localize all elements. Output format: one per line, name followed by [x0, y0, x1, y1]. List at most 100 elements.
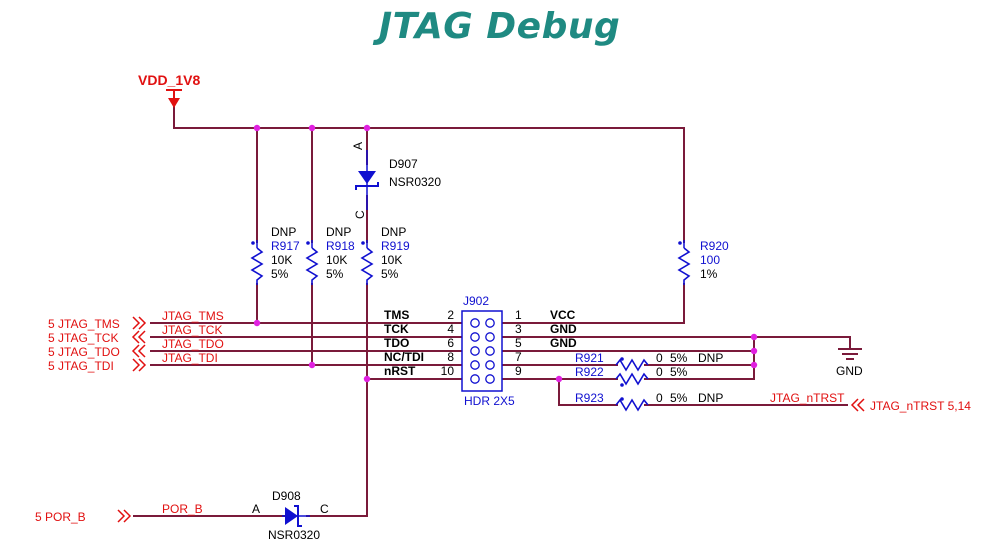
pin-number: 10 — [441, 364, 455, 378]
r921-dnp: DNP — [698, 351, 723, 365]
resistor-r923: R923 0 5% DNP — [575, 391, 723, 412]
vdd-label: VDD_1V8 — [138, 72, 200, 88]
header-body — [461, 310, 503, 392]
offpage-arrow-icon — [132, 358, 147, 372]
r923-ntrst-wire — [558, 379, 848, 406]
pin-hole-icon — [470, 374, 480, 384]
header-j902: J902 HDR 2X5 TMS TCK TDO NC/TDI nRST 2 4… — [384, 294, 577, 408]
schottky-bar-icon — [355, 182, 379, 190]
net-ntrst-label: JTAG_nTRST — [770, 391, 845, 405]
pin-number: 4 — [447, 322, 454, 336]
power-arrow-icon — [168, 98, 180, 108]
offpage-por-label: 5 POR_B — [35, 510, 86, 524]
resistor-r917: DNP R917 10K 5% — [250, 225, 300, 285]
pin-hole-icon — [485, 332, 495, 342]
offpage-arrow-icon — [117, 509, 132, 523]
pin-hole-icon — [485, 374, 495, 384]
pin-number: 6 — [447, 336, 454, 350]
net-labels: JTAG_TMS JTAG_TCK JTAG_TDO JTAG_TDI POR_… — [162, 309, 845, 516]
pin-name: TCK — [384, 322, 409, 336]
r923-dnp: DNP — [698, 391, 723, 405]
pin-hole-icon — [470, 346, 480, 356]
pin-number: 9 — [515, 364, 522, 378]
junction-dot — [308, 124, 316, 132]
pin-name: nRST — [384, 364, 416, 378]
schottky-bar-icon — [294, 505, 302, 527]
offpage-ntrst-label: JTAG_nTRST 5,14 — [870, 399, 971, 413]
diode-d907: A C D907 NSR0320 — [351, 142, 441, 219]
r921-ref: R921 — [575, 351, 604, 365]
pin-hole-icon — [485, 318, 495, 328]
diode-d908: D908 NSR0320 A C — [252, 489, 329, 542]
junction-dot — [750, 333, 758, 341]
r917-tol: 5% — [271, 267, 289, 281]
junctions — [253, 124, 758, 383]
resistor-r921: R921 0 5% DNP — [575, 351, 723, 372]
r923-tol: 5% — [670, 391, 688, 405]
junction-dot — [253, 319, 261, 327]
page-title: JTAG Debug — [378, 6, 621, 47]
d907-anode-label: A — [351, 142, 365, 150]
offpage-arrow-icon — [132, 316, 147, 330]
header-part: HDR 2X5 — [464, 394, 515, 408]
r917-dnp: DNP — [271, 225, 296, 239]
resistor-r922: R922 0 5% — [575, 365, 688, 387]
wires — [133, 100, 851, 517]
junction-dot — [308, 361, 316, 369]
r920-ref: R920 — [700, 239, 729, 253]
d908-anode-label: A — [252, 502, 260, 516]
junction-dot — [555, 375, 563, 383]
r917-ref: R917 — [271, 239, 300, 253]
offpage-arrow-icon — [131, 344, 146, 358]
pin-name: GND — [550, 322, 577, 336]
r918-dnp: DNP — [326, 225, 351, 239]
net-tck-label: JTAG_TCK — [162, 323, 222, 337]
junction-dot — [253, 124, 261, 132]
pin-hole-icon — [485, 360, 495, 370]
resistor-r919: DNP R919 10K 5% — [360, 225, 410, 285]
junction-dot — [750, 361, 758, 369]
net-tms-label: JTAG_TMS — [162, 309, 224, 323]
pin-name: TDO — [384, 336, 409, 350]
pin-name: GND — [550, 336, 577, 350]
r919-ref: R919 — [381, 239, 410, 253]
junction-dot — [750, 347, 758, 355]
r923-value: 0 — [656, 391, 663, 405]
pin-number: 3 — [515, 322, 522, 336]
pin-number: 5 — [515, 336, 522, 350]
pin-name: VCC — [550, 308, 576, 322]
header-ref: J902 — [463, 294, 489, 308]
offpage-arrow-icon — [131, 330, 146, 344]
resistor-r918: DNP R918 10K 5% — [305, 225, 355, 285]
pin-number: 1 — [515, 308, 522, 322]
d908-part: NSR0320 — [268, 528, 320, 542]
r920-value: 100 — [700, 253, 720, 267]
pin-hole-icon — [470, 360, 480, 370]
offpage-connectors — [117, 316, 865, 523]
net-por-label: POR_B — [162, 502, 203, 516]
pin-hole-icon — [470, 332, 480, 342]
d907-ref: D907 — [389, 157, 418, 171]
r918-ref: R918 — [326, 239, 355, 253]
d907-part: NSR0320 — [389, 175, 441, 189]
d908-cathode-label: C — [320, 502, 329, 516]
r921-value: 0 — [656, 351, 663, 365]
pin-hole-icon — [470, 318, 480, 328]
r922-tol: 5% — [670, 365, 688, 379]
pin-number: 2 — [447, 308, 454, 322]
pin-number: 8 — [447, 350, 454, 364]
r923-ref: R923 — [575, 391, 604, 405]
d908-ref: D908 — [272, 489, 301, 503]
pin-number: 7 — [515, 350, 522, 364]
r919-dnp: DNP — [381, 225, 406, 239]
r921-tol: 5% — [670, 351, 688, 365]
junction-dot — [363, 124, 371, 132]
r922-value: 0 — [656, 365, 663, 379]
diode-triangle-icon — [358, 171, 376, 184]
r920-tol: 1% — [700, 267, 718, 281]
r920-to-vcc-wire — [502, 283, 685, 324]
d907-cathode-label: C — [353, 210, 367, 219]
pin-name: TMS — [384, 308, 409, 322]
